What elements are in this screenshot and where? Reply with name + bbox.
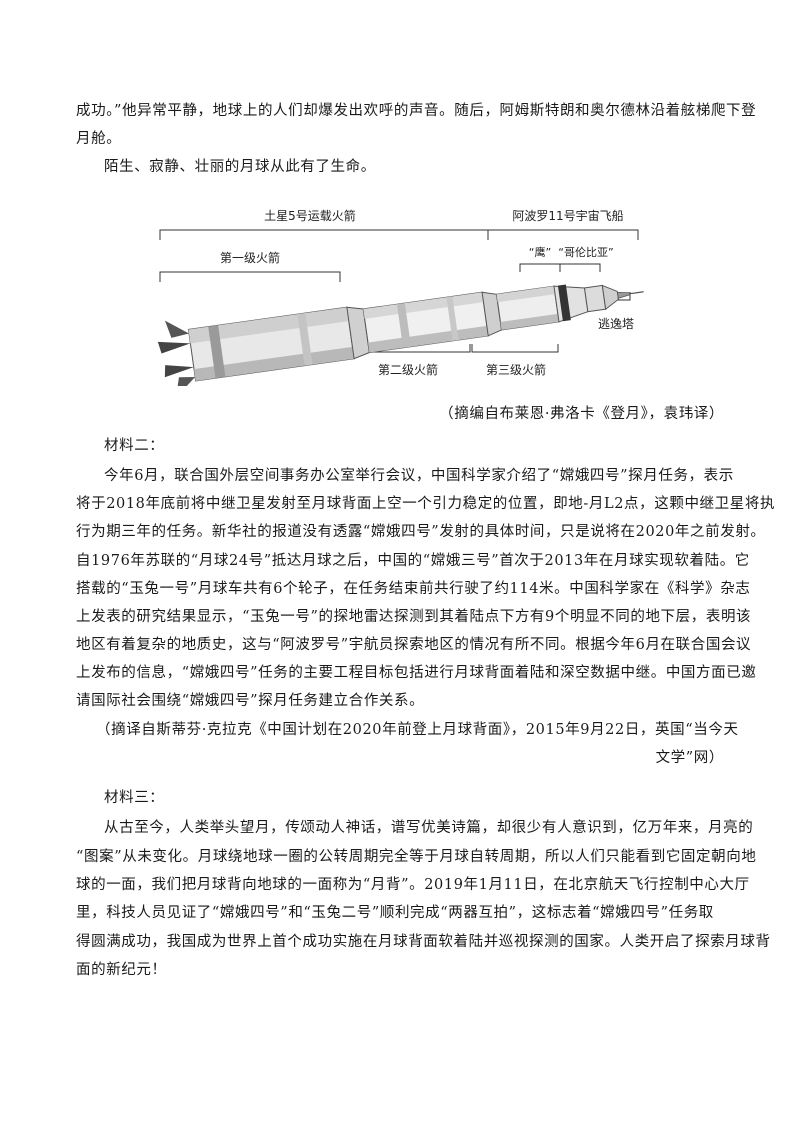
paragraph-line: 行为期三年的任务。新华社的报道没有透露“嫦娥四号”发射的具体时间，只是说将在20… (76, 524, 766, 540)
paragraph-line: 自1976年苏联的“月球24号”抵达月球之后，中国的“嫦娥三号”首次于2013年… (76, 553, 750, 569)
paragraph-line: “图案”从未变化。月球绕地球一圈的公转周期完全等于月球自转周期，所以人们只能看到… (76, 849, 757, 865)
paragraph-line: 地区有着复杂的地质史，这与“阿波罗号”宇航员探索地区的情况有所不同。根据今年6月… (76, 637, 752, 653)
paragraph-line: 月舱。 (76, 131, 122, 147)
paragraph-line: 从古至今，人类举头望月，传颂动人神话，谱写优美诗篇，却很少有人意识到，亿万年来，… (104, 820, 754, 836)
label-stage-2: 第二级火箭 (378, 362, 438, 377)
paragraph-line: 将于2018年底前将中继卫星发射至月球背面上空一个引力稳定的位置，即地-月L2点… (76, 496, 776, 512)
source-citation: （摘译自斯蒂芬·克拉克《中国计划在2020年前登上月球背面》，2015年9月22… (96, 722, 739, 738)
paragraph-line: 面的新纪元！ (76, 962, 167, 978)
paragraph-line: 请国际社会围绕“嫦娥四号”探月任务建立合作关系。 (76, 693, 425, 709)
source-citation: 文学”网） (655, 750, 724, 766)
rocket-diagram: 土星5号运载火箭 阿波罗11号宇宙飞船 第一级火箭 “鹰” “哥伦比亚” 逃逸塔… (157, 208, 644, 386)
figure-caption: （摘编自布莱恩·弗洛卡《登月》，袁玮译） (439, 406, 724, 422)
label-escape-tower: 逃逸塔 (598, 317, 634, 331)
label-saturn-v: 土星5号运载火箭 (264, 208, 356, 223)
label-columbia: “哥伦比亚” (558, 245, 613, 259)
paragraph-line: 上发布的信息，“嫦娥四号”任务的主要工程目标包括进行月球背面着陆和深空数据中继。… (76, 665, 757, 681)
paragraph-line: 球的一面，我们把月球背向地球的一面称为“月背”。2019年1月11日，在北京航天… (76, 877, 750, 893)
paragraph-line: 今年6月，联合国外层空间事务办公室举行会议，中国科学家介绍了“嫦娥四号”探月任务… (104, 468, 734, 484)
label-stage-1: 第一级火箭 (220, 250, 280, 265)
label-stage-3: 第三级火箭 (486, 362, 546, 377)
paragraph-line: 得圆满成功，我国成为世界上首个成功实施在月球背面软着陆并巡视探测的国家。人类开启… (76, 934, 771, 950)
material-3-heading: 材料三： (104, 790, 165, 806)
material-2-heading: 材料二： (104, 438, 165, 454)
paragraph-line: 里，科技人员见证了“嫦娥四号”和“玉兔二号”顺利完成“两器互拍”，这标志着“嫦娥… (76, 905, 714, 921)
paragraph-line: 搭载的“玉兔一号”月球车共有6个轮子，在任务结束前共行驶了约114米。中国科学家… (76, 581, 751, 597)
rocket-illustration (157, 284, 644, 386)
label-apollo-11: 阿波罗11号宇宙飞船 (512, 208, 623, 223)
label-eagle: “鹰” (529, 245, 551, 259)
paragraph-line: 成功。”他异常平静，地球上的人们却爆发出欢呼的声音。随后，阿姆斯特朗和奥尔德林沿… (76, 103, 757, 119)
paragraph-line: 陌生、寂静、壮丽的月球从此有了生命。 (104, 159, 376, 175)
paragraph-line: 上发表的研究结果显示，“玉兔一号”的探地雷达探测到其着陆点下方有9个明显不同的地… (76, 609, 752, 625)
